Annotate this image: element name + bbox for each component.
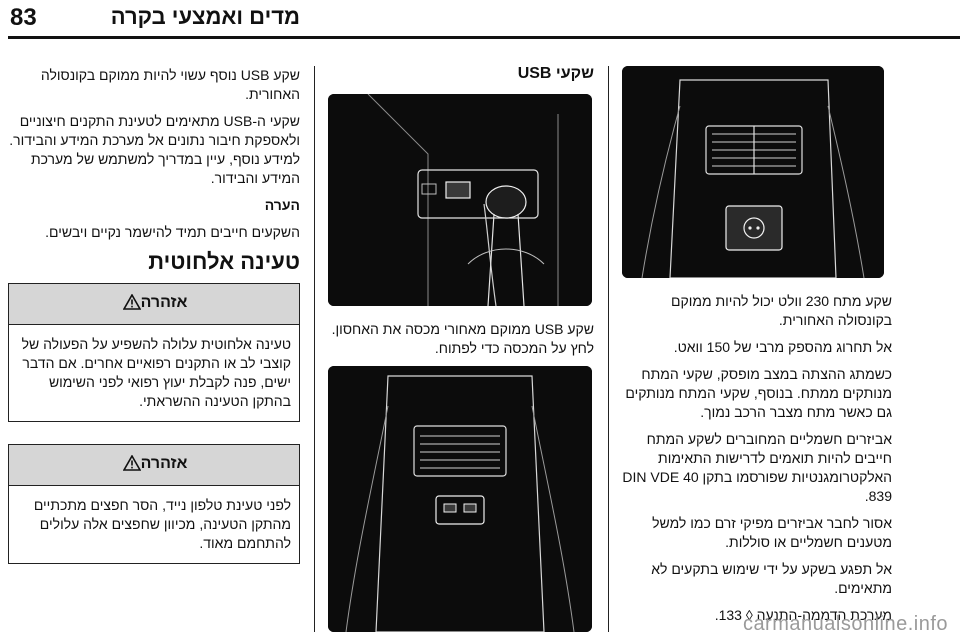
paragraph: שקע USB נוסף עשוי להיות ממוקם בקונסולה ה… [40, 67, 300, 102]
warning-text: טעינה אלחוטית עלולה להשפיע על הפעולה של … [21, 336, 291, 409]
warning-title: אזהרה [140, 455, 188, 472]
left-column: שקע USB נוסף עשוי להיות ממוקם בקונסולה ה… [8, 66, 300, 586]
column-divider [608, 66, 609, 632]
rear-outlet-figure [622, 66, 884, 278]
right-column: שקע מתח 230 וולט יכול להיות ממוקם בקונסו… [620, 292, 892, 633]
paragraph: אל תחרוג מהספק מרבי של 150 וואט. [673, 339, 892, 355]
usb-heading: שקעי USB [517, 65, 594, 82]
middle-column: שקעי USB [328, 64, 594, 91]
usb-figure [328, 94, 592, 306]
section-title: מדים ואמצעי בקרה [110, 4, 300, 29]
warning-title: אזהרה [140, 294, 188, 311]
warning-triangle-icon [122, 454, 141, 476]
warning-text: לפני טעינת טלפון נייד, הסר חפצים מתכתיים… [33, 497, 291, 551]
paragraph: אל תפגע בשקע על ידי שימוש בתקעים לא מתאי… [651, 561, 892, 596]
warning-header: אזהרה [9, 284, 299, 325]
page-number: 83 [10, 4, 37, 31]
watermark: carmanualsonline.info [742, 613, 948, 635]
usb-caption: שקע USB ממוקם מאחורי מכסה את האחסון. לחץ… [328, 320, 594, 366]
warning-box: אזהרה לפני טעינת טלפון נייד, הסר חפצים מ… [8, 444, 300, 564]
wireless-charging-heading: טעינה אלחוטית [148, 249, 300, 274]
center-console-usb-illustration [328, 94, 592, 306]
rear-console-230v-illustration [622, 66, 884, 278]
paragraph: אביזרים חשמליים המחוברים לשקע המתח חייבי… [622, 431, 892, 504]
column-divider [314, 66, 315, 632]
paragraph: כשמתג ההצתה במצב מופסק, שקעי המתח מנותקי… [625, 366, 892, 420]
cross-reference: מערכת הדממה-התנעה ◊ 133. [714, 607, 892, 623]
note-text: השקעים חייבים תמיד להישמר נקיים ויבשים. [45, 224, 300, 240]
note-title: הערה [264, 197, 300, 213]
warning-header: אזהרה [9, 445, 299, 486]
paragraph: שקע USB ממוקם מאחורי מכסה את האחסון. לחץ… [331, 321, 594, 356]
rear-usb-figure [328, 366, 592, 632]
paragraph: שקעי ה-USB מתאימים לטעינת התקנים חיצוניי… [9, 113, 300, 186]
paragraph: אסור לחבר אביזרים מפיקי זרם כמו למשל מטע… [652, 515, 892, 550]
warning-box: אזהרה טעינה אלחוטית עלולה להשפיע על הפעו… [8, 283, 300, 422]
warning-triangle-icon [122, 293, 141, 315]
paragraph: שקע מתח 230 וולט יכול להיות ממוקם בקונסו… [670, 293, 892, 328]
rear-console-usb-illustration [328, 366, 592, 632]
header-rule [8, 36, 960, 39]
